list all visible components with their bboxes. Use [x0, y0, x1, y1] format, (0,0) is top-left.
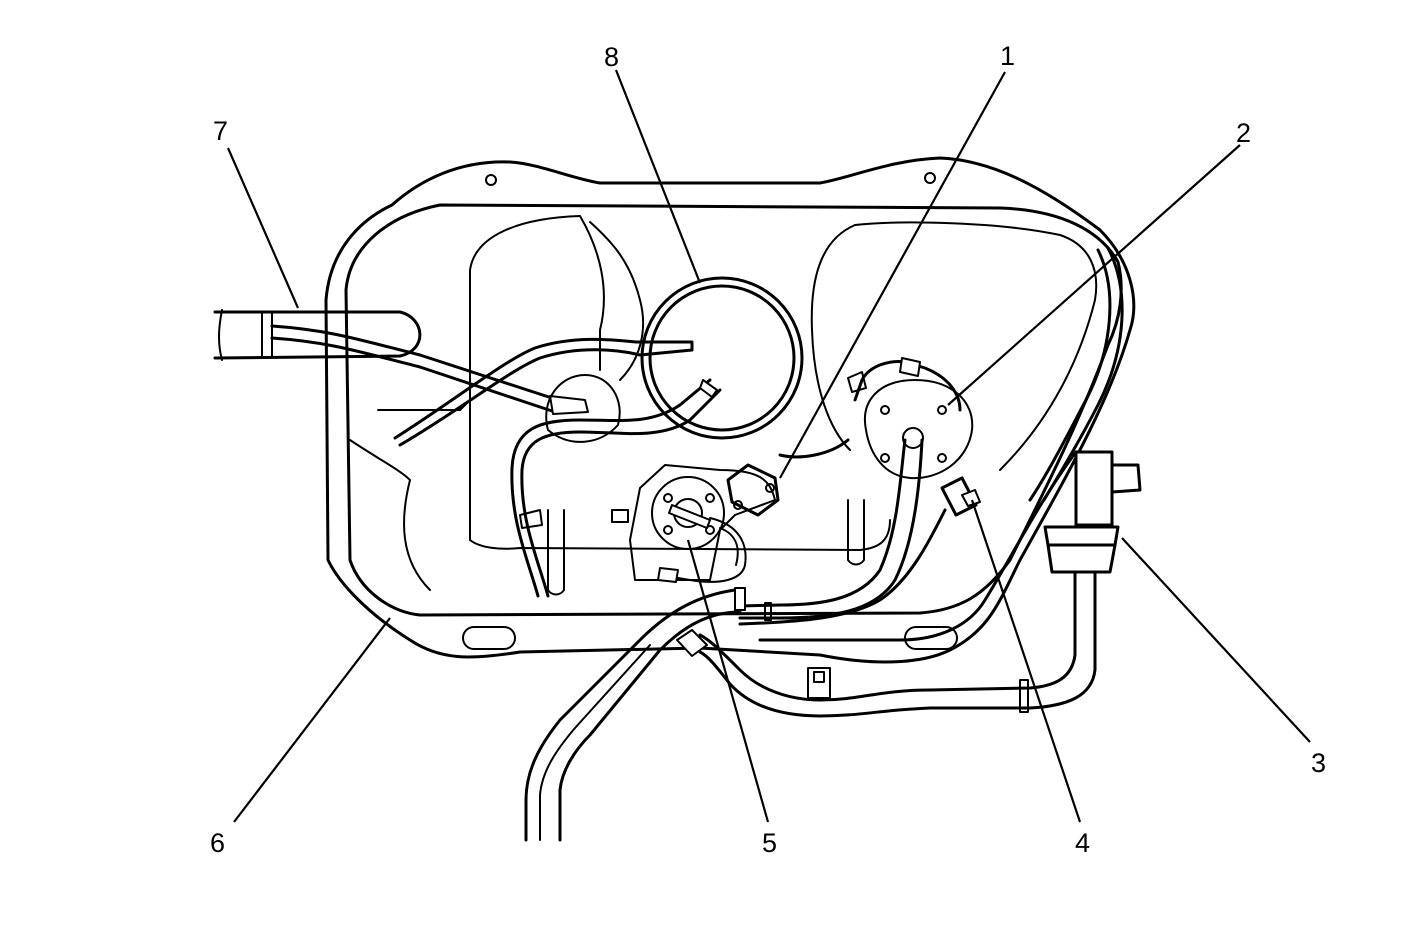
right-feed-hose	[738, 438, 924, 620]
tank-contour	[589, 221, 644, 381]
tank-flange-inner	[344, 203, 1123, 617]
leader-2	[947, 144, 1241, 406]
vent-line	[1042, 246, 1124, 502]
sender-bolt	[937, 453, 947, 463]
hose-clamp	[764, 602, 772, 621]
right-feed-hose	[738, 438, 907, 608]
sender-bolt	[880, 453, 890, 463]
fuel-tank	[324, 156, 1136, 664]
u-bracket	[847, 499, 865, 566]
vent-tube-end	[549, 395, 589, 415]
evap-connector-tip	[961, 489, 981, 507]
connector-screw	[733, 500, 743, 510]
callout-5: 5	[762, 828, 777, 858]
connector-screw	[765, 483, 775, 493]
sender-bolt	[705, 525, 715, 535]
exit-lines	[524, 587, 746, 842]
vent-line	[1028, 248, 1112, 502]
callout-labels: 1 2 3 4 5 6 7 8	[210, 41, 1326, 858]
callout-1: 1	[1000, 41, 1015, 71]
filler-neck	[213, 309, 589, 415]
plate-tab	[611, 509, 629, 523]
filler-neck-edge	[218, 309, 223, 361]
bracket-hole	[813, 671, 825, 683]
tank-contour	[854, 221, 1098, 471]
callout-8: 8	[604, 42, 619, 72]
sender-bolt	[663, 493, 673, 503]
leader-8	[614, 69, 702, 284]
sender-port	[902, 427, 924, 449]
leader-7	[226, 147, 300, 309]
fuel-level-sender	[611, 464, 776, 583]
leader-lines	[226, 69, 1311, 823]
callout-4: 4	[1075, 828, 1090, 858]
hose-connector	[657, 567, 679, 583]
sender-bolt	[663, 525, 673, 535]
canister-line	[698, 570, 1097, 718]
right-sender	[738, 357, 974, 621]
hose-connector	[899, 357, 921, 377]
tank-contour	[810, 224, 856, 451]
tank-flange-outer	[324, 156, 1136, 664]
bracket-tab	[847, 371, 867, 393]
sender-hose	[659, 517, 747, 583]
leader-6	[233, 617, 391, 823]
fuel-pump-module	[640, 276, 804, 440]
left-pickup-body	[545, 374, 621, 443]
callout-2: 2	[1236, 118, 1251, 148]
sender-bolt	[937, 405, 947, 415]
evap-line	[738, 508, 947, 626]
u-bracket	[547, 509, 565, 596]
left-line	[393, 337, 638, 440]
exit-line-inner	[539, 644, 651, 841]
canister-body	[1074, 450, 1114, 527]
callout-6: 6	[210, 828, 225, 858]
canister-nipple	[1110, 463, 1142, 494]
tank-contour	[349, 439, 431, 591]
line-clamp	[1019, 679, 1029, 713]
sender-pipe	[668, 504, 711, 529]
hose-clamp	[519, 509, 543, 529]
sender-plate	[629, 464, 776, 581]
leader-4	[970, 499, 1082, 823]
leader-3	[1121, 537, 1311, 743]
module-ring-outer	[640, 276, 804, 440]
vent-tube	[270, 324, 560, 414]
canister-line	[698, 570, 1077, 702]
left-pickup	[393, 337, 865, 598]
line-bracket	[676, 629, 708, 657]
left-line	[398, 340, 694, 447]
left-hose	[520, 388, 722, 598]
sender-bolt	[880, 405, 890, 415]
evap-canister	[698, 246, 1142, 718]
canister-lower	[1046, 543, 1117, 574]
leader-1	[779, 71, 1006, 479]
filler-neck-tube	[213, 310, 422, 360]
sender-flange	[651, 476, 725, 550]
exit-line	[558, 610, 742, 842]
callout-3: 3	[1311, 748, 1326, 778]
mounting-hole	[924, 172, 936, 184]
right-sender-body	[863, 379, 974, 480]
left-hose	[510, 378, 712, 598]
leader-5	[686, 539, 770, 823]
flange-slot	[462, 626, 516, 650]
filler-neck-clamp	[261, 311, 273, 357]
line-fitting	[734, 587, 746, 611]
mounting-hole	[485, 174, 497, 186]
exit-line	[524, 588, 737, 842]
tank-contour	[469, 215, 605, 541]
module-ring-inner	[648, 284, 796, 432]
flange-slot	[904, 626, 958, 650]
canister-cap	[1043, 525, 1120, 547]
evap-connector	[738, 476, 981, 626]
callout-7: 7	[213, 116, 228, 146]
hose-end	[699, 379, 718, 398]
sender-bolt	[705, 493, 715, 503]
